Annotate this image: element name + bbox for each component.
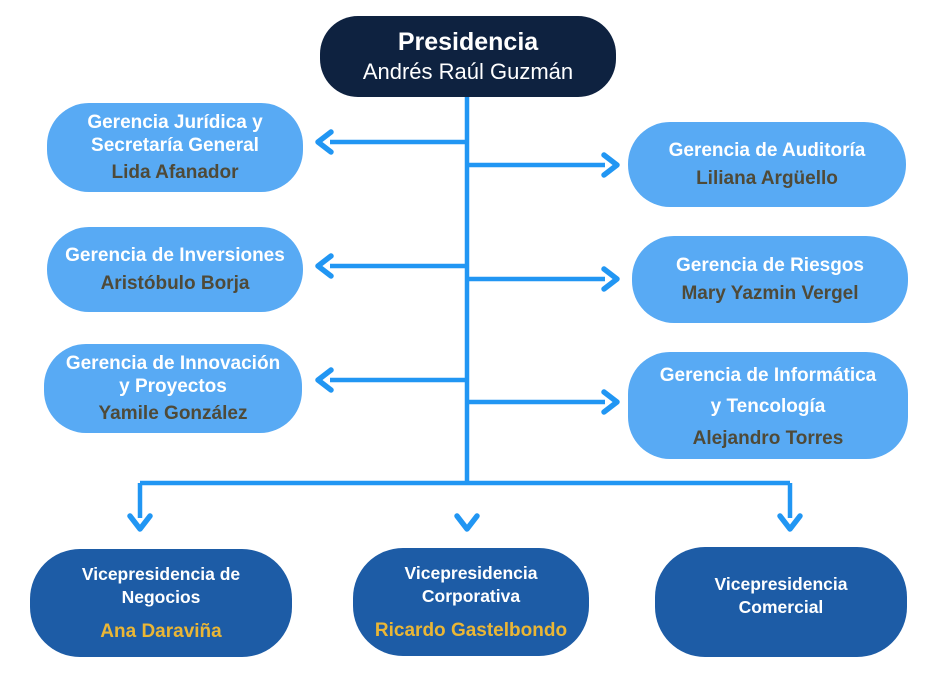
org-node-gerencia-riesgos: Gerencia de Riesgos Mary Yazmin Vergel xyxy=(632,236,908,323)
node-person-name: Liliana Argüello xyxy=(696,167,838,189)
node-person-name: Lida Afanador xyxy=(111,162,239,184)
org-node-gerencia-innovacion-proyectos: Gerencia de Innovación y Proyectos Yamil… xyxy=(44,344,302,433)
org-node-presidencia: Presidencia Andrés Raúl Guzmán xyxy=(320,16,616,97)
node-person-name: Yamile González xyxy=(98,403,248,425)
connector-branches xyxy=(330,139,605,405)
arrow-down-1-icon xyxy=(127,513,153,532)
org-node-vicepresidencia-corporativa: Vicepresidencia Corporativa Ricardo Gast… xyxy=(353,548,589,656)
org-node-gerencia-juridica-secretaria: Gerencia Jurídica y Secretaría General L… xyxy=(47,103,303,192)
node-title: Vicepresidencia Corporativa xyxy=(404,563,538,606)
arrow-right-2-icon xyxy=(601,266,620,292)
arrow-left-1-icon xyxy=(315,129,334,155)
org-node-gerencia-informatica-tecnologia: Gerencia de Informática y Tencología Ale… xyxy=(628,352,908,459)
node-person-name: Aristóbulo Borja xyxy=(100,272,250,294)
node-title: Gerencia de Riesgos xyxy=(676,255,864,277)
node-title: Gerencia Jurídica y Secretaría General xyxy=(87,111,263,156)
org-node-gerencia-auditoria: Gerencia de Auditoría Liliana Argüello xyxy=(628,122,906,207)
node-person-name: Alejandro Torres xyxy=(692,427,844,449)
org-node-vicepresidencia-negocios: Vicepresidencia de Negocios Ana Daraviña xyxy=(30,549,292,657)
arrow-down-3-icon xyxy=(777,513,803,532)
node-person-name: Ricardo Gastelbondo xyxy=(374,619,568,641)
node-person-name: Andrés Raúl Guzmán xyxy=(362,59,574,85)
org-node-gerencia-inversiones: Gerencia de Inversiones Aristóbulo Borja xyxy=(47,227,303,312)
node-title: Vicepresidencia de Negocios xyxy=(81,564,241,607)
node-title: Gerencia de Auditoría xyxy=(668,140,866,162)
node-title: Gerencia de Inversiones xyxy=(65,245,285,267)
arrow-right-1-icon xyxy=(601,152,620,178)
arrow-left-3-icon xyxy=(315,367,334,393)
node-person-name: Mary Yazmin Vergel xyxy=(681,282,859,304)
arrow-right-3-icon xyxy=(601,389,620,415)
node-title: Gerencia de Informática y Tencología xyxy=(659,365,877,417)
node-title: Presidencia xyxy=(397,27,539,56)
node-title: Vicepresidencia Comercial xyxy=(714,574,848,617)
org-node-vicepresidencia-comercial: Vicepresidencia Comercial xyxy=(655,547,907,657)
arrow-down-2-icon xyxy=(454,513,480,532)
arrow-left-2-icon xyxy=(315,253,334,279)
node-person-name: Ana Daraviña xyxy=(100,620,222,642)
node-title: Gerencia de Innovación y Proyectos xyxy=(65,352,281,397)
